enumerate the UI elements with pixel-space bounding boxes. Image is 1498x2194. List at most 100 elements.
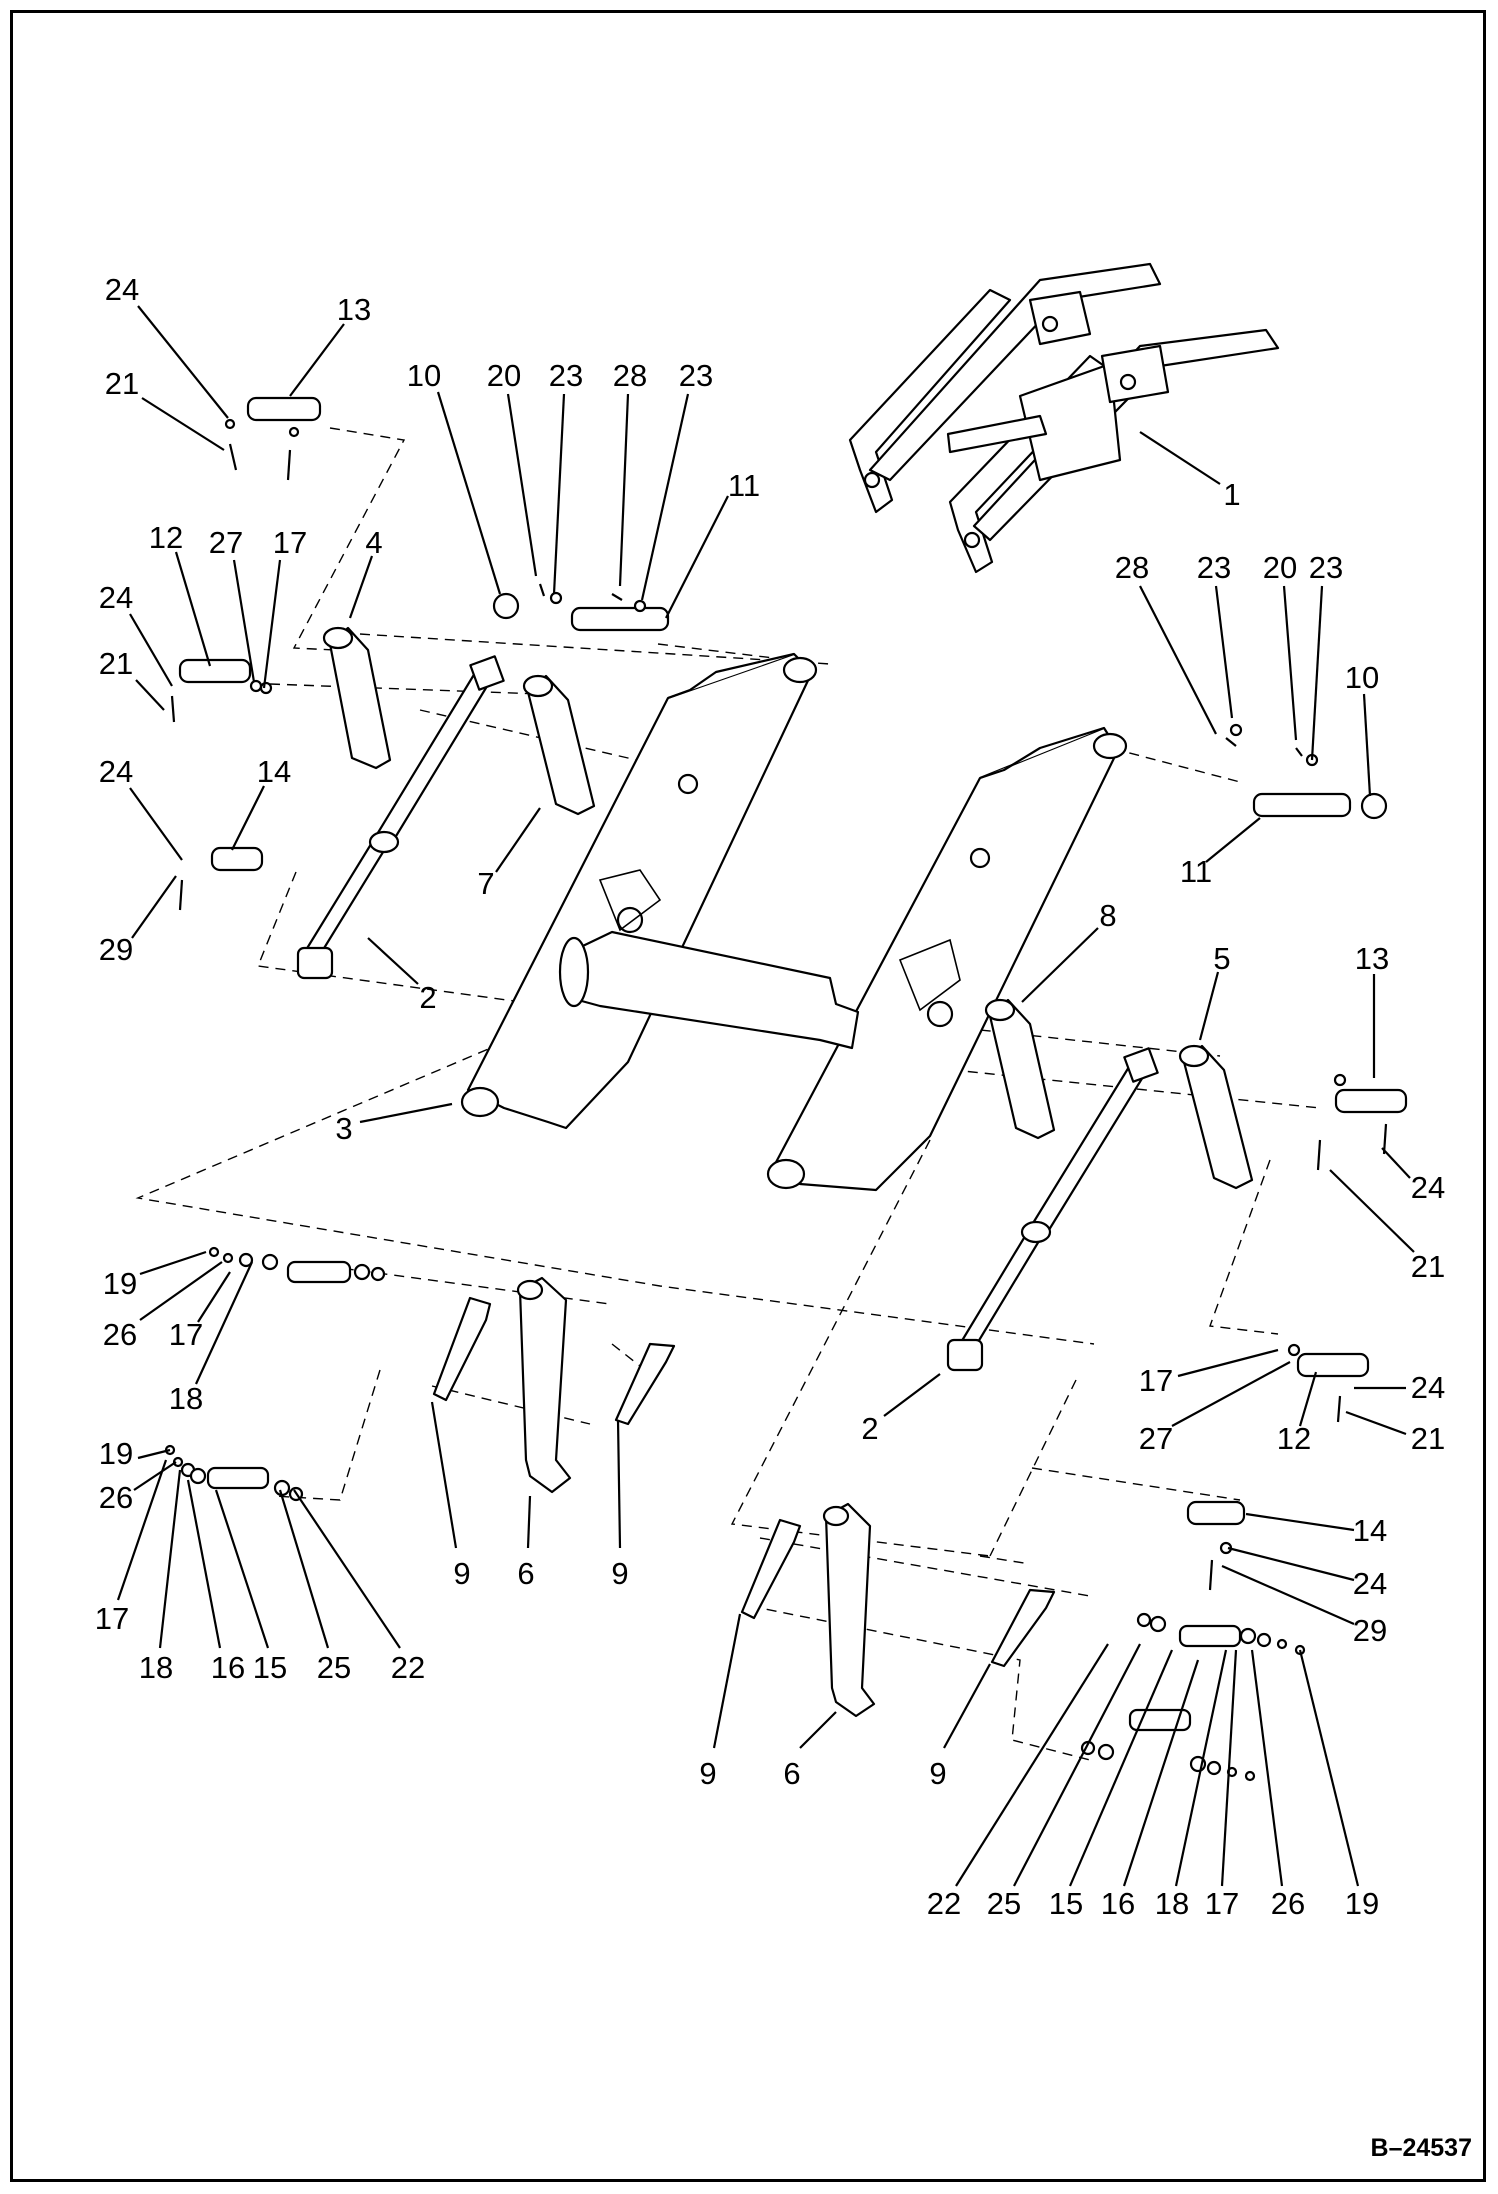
leader-line-c6a	[526, 1495, 532, 1549]
callout-c6a: 6	[517, 1556, 534, 1591]
callout-c10b: 10	[1345, 660, 1379, 695]
callout-c11b: 11	[1180, 854, 1212, 889]
leader-line-c12b	[1298, 1371, 1318, 1427]
leader-line-c18c	[1174, 1649, 1228, 1887]
link-4	[328, 626, 392, 770]
leader-line-c21c	[1329, 1169, 1415, 1253]
callout-c19b: 19	[99, 1436, 133, 1471]
callout-c24f: 24	[1353, 1566, 1387, 1601]
callout-c27a: 27	[209, 525, 243, 560]
drawing-number: B–24537	[1371, 2134, 1472, 2162]
leader-line-c4	[348, 555, 374, 619]
leader-line-c11b	[1205, 817, 1261, 863]
leader-line-c24b	[129, 613, 173, 687]
callout-c7: 7	[477, 866, 494, 901]
callout-c15b: 15	[1049, 1886, 1083, 1921]
leader-line-c10a	[436, 391, 502, 595]
leader-line-c16b	[1122, 1659, 1200, 1887]
callout-c24c: 24	[99, 754, 133, 789]
leader-line-c24f	[1227, 1546, 1355, 1582]
callout-c17d: 17	[1139, 1363, 1173, 1398]
leader-line-c13a	[289, 323, 345, 397]
callout-c23d: 23	[1309, 550, 1343, 585]
leader-line-c27b	[1171, 1361, 1291, 1427]
leader-line-c9d	[943, 1663, 991, 1749]
callout-c17c: 17	[95, 1601, 129, 1636]
leader-line-c20a	[506, 393, 538, 577]
callout-c16a: 16	[211, 1650, 245, 1685]
callout-c19c: 19	[1345, 1886, 1379, 1921]
leader-line-c9b	[616, 1419, 622, 1549]
leader-line-c29b	[1221, 1564, 1355, 1626]
leader-line-c8	[1021, 927, 1099, 1003]
drawing-frame	[10, 10, 1486, 2182]
leader-line-c7	[495, 807, 541, 873]
leader-line-c25a	[278, 1489, 330, 1649]
callout-c25b: 25	[987, 1886, 1021, 1921]
assembly-guide-lines	[135, 427, 1321, 1761]
leader-line-c11a	[665, 495, 729, 619]
leader-line-c18a	[195, 1261, 253, 1385]
callout-c29a: 29	[99, 932, 133, 967]
callout-c24a: 24	[105, 272, 139, 307]
leader-line-c22a	[293, 1489, 401, 1649]
callout-c17a: 17	[273, 525, 307, 560]
callout-c18b: 18	[139, 1650, 173, 1685]
leader-line-c19a	[139, 1250, 207, 1276]
callout-c20b: 20	[1263, 550, 1297, 585]
leader-line-c23c	[1214, 585, 1234, 719]
leader-line-c19b	[137, 1448, 171, 1460]
leader-line-c21a	[141, 397, 225, 451]
callout-c17b: 17	[169, 1317, 203, 1352]
callout-c21c: 21	[1411, 1249, 1445, 1284]
leader-line-c17d	[1177, 1348, 1279, 1378]
callout-c23c: 23	[1197, 550, 1231, 585]
leader-line-c26c	[1250, 1649, 1284, 1887]
loader-arm-assembly-thumbnail	[848, 262, 1280, 574]
callout-c25a: 25	[317, 1650, 351, 1685]
callout-c3: 3	[335, 1111, 352, 1146]
link-7	[526, 674, 596, 816]
leader-line-c24c	[129, 787, 183, 861]
leader-line-c23a	[552, 393, 566, 595]
leader-line-c26a	[139, 1261, 223, 1321]
callout-c12a: 12	[149, 520, 183, 555]
callout-c28b: 28	[1115, 550, 1149, 585]
callout-c9c: 9	[699, 1756, 716, 1791]
leader-line-c23d	[1310, 585, 1324, 761]
callout-c13a: 13	[337, 292, 371, 327]
callout-c21b: 21	[99, 646, 133, 681]
leader-line-c1	[1139, 431, 1221, 485]
bracket-9b	[614, 1342, 676, 1426]
callout-c23b: 23	[679, 358, 713, 393]
leader-line-c17a	[262, 559, 282, 689]
callout-c26c: 26	[1271, 1886, 1305, 1921]
leader-line-c10b	[1362, 693, 1372, 797]
leader-line-c22b	[955, 1643, 1109, 1887]
link-6-right	[824, 1502, 876, 1718]
callout-c19a: 19	[103, 1266, 137, 1301]
callout-c9b: 9	[611, 1556, 628, 1591]
leader-line-c28a	[618, 393, 630, 587]
callout-c15a: 15	[253, 1650, 287, 1685]
callout-c23a: 23	[549, 358, 583, 393]
callout-c26a: 26	[103, 1317, 137, 1352]
callout-c24e: 24	[1411, 1370, 1445, 1405]
leader-line-c23b	[640, 393, 690, 601]
link-5	[1182, 1044, 1254, 1190]
callout-c13b: 13	[1355, 941, 1389, 976]
leader-line-c28b	[1139, 585, 1217, 735]
callout-c21a: 21	[105, 366, 139, 401]
callout-c10a: 10	[407, 358, 441, 393]
leader-line-c2a	[367, 937, 419, 985]
leader-line-c21d	[1345, 1410, 1407, 1436]
callout-c22b: 22	[927, 1886, 961, 1921]
callout-c5: 5	[1213, 941, 1230, 976]
callout-c16b: 16	[1101, 1886, 1135, 1921]
leader-line-c2b	[883, 1373, 941, 1417]
callout-c14b: 14	[1353, 1513, 1387, 1548]
callout-c17e: 17	[1205, 1886, 1239, 1921]
leader-line-c18b	[158, 1469, 182, 1649]
pins-and-hardware	[164, 396, 1408, 1782]
